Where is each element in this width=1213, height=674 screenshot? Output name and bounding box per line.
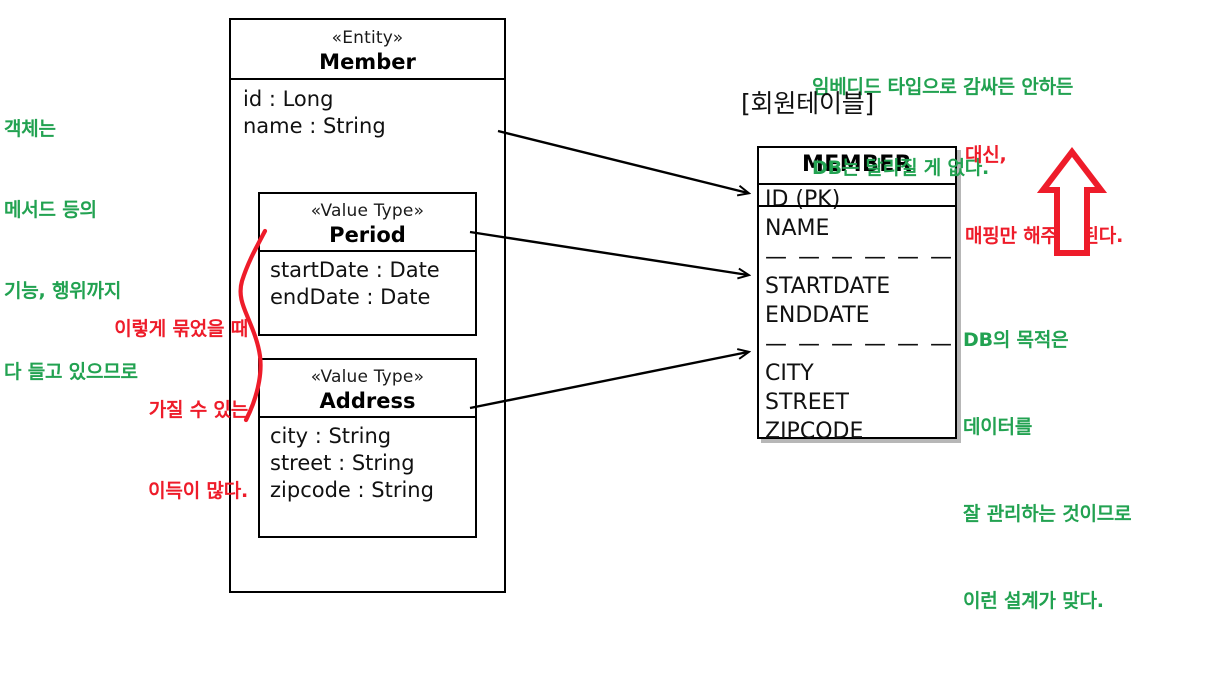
uml-class-address-attributes: city : String street : String zipcode : … — [260, 418, 475, 512]
annotation-db-purpose-note: DB의 목적은 데이터를 잘 관리하는 것이므로 이런 설계가 맞다. — [963, 268, 1132, 674]
annotation-line: 대신, — [965, 144, 1007, 166]
annotation-line: 가질 수 있는 — [148, 399, 248, 421]
db-column: NAME — [765, 216, 830, 241]
db-column: ENDDATE — [765, 303, 870, 328]
uml-class-member-divider — [231, 78, 504, 80]
connector-member-to-id — [497, 129, 748, 193]
uml-attribute: name : String — [243, 114, 386, 138]
uml-attribute: id : Long — [243, 87, 334, 111]
uml-attribute: endDate : Date — [270, 285, 431, 309]
uml-class-address: «Value Type» Address city : String stree… — [258, 358, 477, 538]
db-table-header-rule — [759, 183, 955, 185]
connector-period-to-startdate — [469, 230, 748, 275]
uml-class-period-header: «Value Type» Period — [260, 194, 475, 250]
uml-class-address-stereotype: «Value Type» — [310, 367, 425, 387]
uml-class-period-name: Period — [329, 223, 406, 247]
annotation-line: 매핑만 해주면 된다. — [965, 225, 1124, 247]
db-table-caption: [회원테이블] — [741, 89, 875, 118]
annotation-line: 객체는 — [4, 118, 56, 140]
db-column-separator: — — — — — — — [765, 245, 954, 270]
uml-class-period-stereotype: «Value Type» — [310, 201, 425, 221]
uml-attribute: street : String — [270, 451, 415, 475]
annotation-line: 데이터를 — [963, 416, 1033, 438]
db-table-name: MEMBER — [802, 152, 912, 177]
annotation-line: 이득이 많다. — [148, 480, 248, 502]
annotation-line: 메서드 등의 — [4, 199, 97, 221]
annotation-line: DB는 달라질 게 없다. — [812, 157, 990, 179]
annotation-line: 이렇게 묶었을 때 — [114, 318, 248, 340]
uml-class-member-stereotype: «Entity» — [331, 28, 404, 48]
annotation-line: 이런 설계가 맞다. — [963, 590, 1104, 612]
annotation-line: 기능, 행위까지 — [4, 280, 122, 302]
db-table-columns: ID (PK) NAME — — — — — — STARTDATE ENDDA… — [759, 185, 955, 446]
uml-attribute: city : String — [270, 424, 392, 448]
annotation-line: 잘 관리하는 것이므로 — [963, 503, 1132, 525]
db-column: CITY — [765, 361, 814, 386]
uml-class-address-header: «Value Type» Address — [260, 360, 475, 416]
annotation-embedded-note: 임베디드 타입으로 감싸든 안하든 DB는 달라질 게 없다. — [812, 20, 1073, 236]
uml-class-period-divider — [260, 250, 475, 252]
annotation-grouping-note: 이렇게 묶었을 때 가질 수 있는 이득이 많다. — [58, 262, 248, 559]
db-table-pk-rule — [757, 205, 957, 207]
db-column: STREET — [765, 390, 849, 415]
uml-class-address-divider — [260, 416, 475, 418]
db-table-member: MEMBER ID (PK) NAME — — — — — — STARTDAT… — [757, 146, 957, 444]
uml-class-member-name: Member — [319, 50, 416, 74]
uml-attribute: startDate : Date — [270, 258, 440, 282]
annotation-object-note: 객체는 메서드 등의 기능, 행위까지 다 들고 있으므로 — [4, 62, 138, 440]
uml-class-member-attributes: id : Long name : String — [231, 80, 504, 148]
uml-attribute: zipcode : String — [270, 478, 434, 502]
db-column-separator: — — — — — — — [765, 332, 954, 357]
db-column: ZIPCODE — [765, 419, 864, 444]
annotation-line: DB의 목적은 — [963, 329, 1069, 351]
uml-class-period-attributes: startDate : Date endDate : Date — [260, 252, 475, 319]
annotation-line: 임베디드 타입으로 감싸든 안하든 — [812, 76, 1074, 98]
diagram-canvas: «Entity» Member id : Long name : String … — [4, 18, 1132, 612]
uml-class-address-name: Address — [319, 389, 416, 413]
db-column: STARTDATE — [765, 274, 891, 299]
annotation-line: 다 들고 있으므로 — [4, 361, 138, 383]
connector-address-to-city — [469, 352, 748, 410]
uml-class-period: «Value Type» Period startDate : Date end… — [258, 192, 477, 336]
uml-class-member-header: «Entity» Member — [231, 20, 504, 78]
